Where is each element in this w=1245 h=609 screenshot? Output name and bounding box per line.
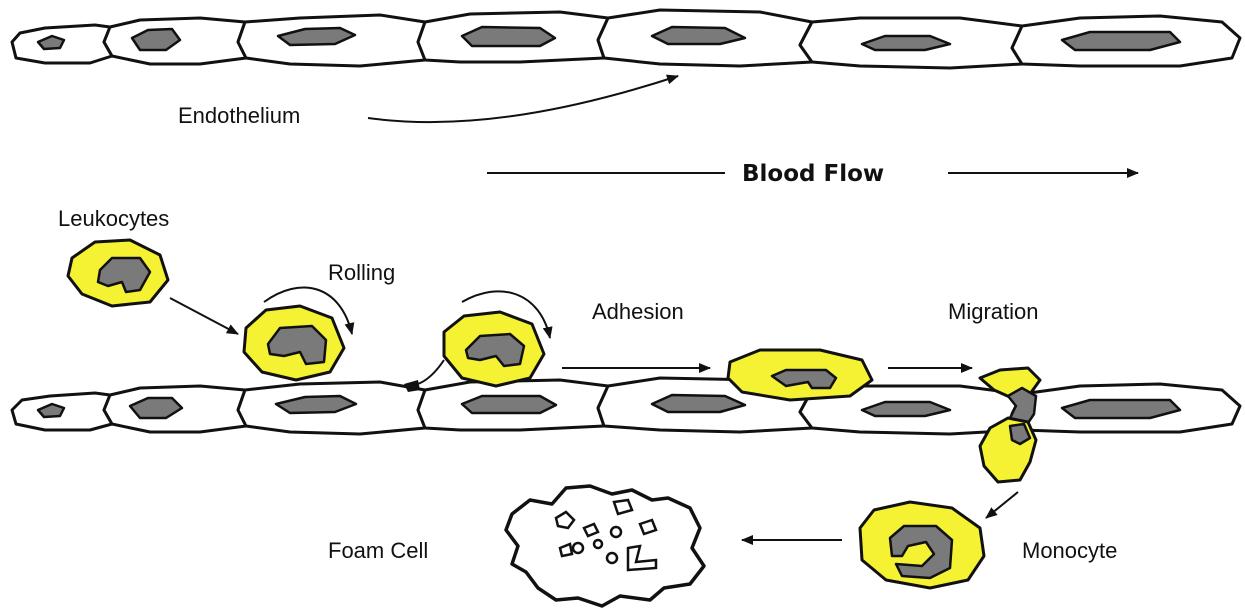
emigration-arrow <box>986 492 1018 518</box>
free-leukocyte <box>68 240 168 306</box>
rolling-leukocyte-1 <box>244 306 344 380</box>
lipid-droplet <box>611 527 621 537</box>
adhered-leukocyte <box>728 350 872 400</box>
adhesion-label: Adhesion <box>592 299 684 324</box>
nucleus <box>862 402 950 416</box>
rolling-label: Rolling <box>328 260 395 285</box>
nucleus <box>1062 400 1180 418</box>
foam-cell <box>506 486 704 606</box>
lower-endothelium-layer <box>12 378 1240 434</box>
rolling-leukocyte-2 <box>444 312 544 386</box>
nucleus <box>462 27 555 46</box>
foam-cell-label: Foam Cell <box>328 538 428 563</box>
endothelium-pointer-arrow <box>368 76 678 122</box>
migration-label: Migration <box>948 299 1038 324</box>
lipid-droplet <box>573 543 583 553</box>
monocyte <box>860 502 984 588</box>
nucleus <box>462 396 556 413</box>
nucleus <box>862 36 950 50</box>
top-endothelium-layer <box>12 10 1240 68</box>
lipid-droplet <box>614 500 632 514</box>
monocyte-label: Monocyte <box>1022 538 1117 563</box>
tether-line <box>418 360 444 384</box>
leukocytes-label: Leukocytes <box>58 206 169 231</box>
lipid-droplet <box>594 540 602 548</box>
endothelium-label: Endothelium <box>178 103 300 128</box>
lipid-droplet <box>640 520 656 534</box>
lipid-droplet <box>607 553 617 563</box>
nucleus <box>652 395 745 412</box>
leukocyte-approach-arrow <box>170 298 238 334</box>
nucleus <box>1062 32 1180 50</box>
blood-flow-label: Blood Flow <box>742 161 884 187</box>
